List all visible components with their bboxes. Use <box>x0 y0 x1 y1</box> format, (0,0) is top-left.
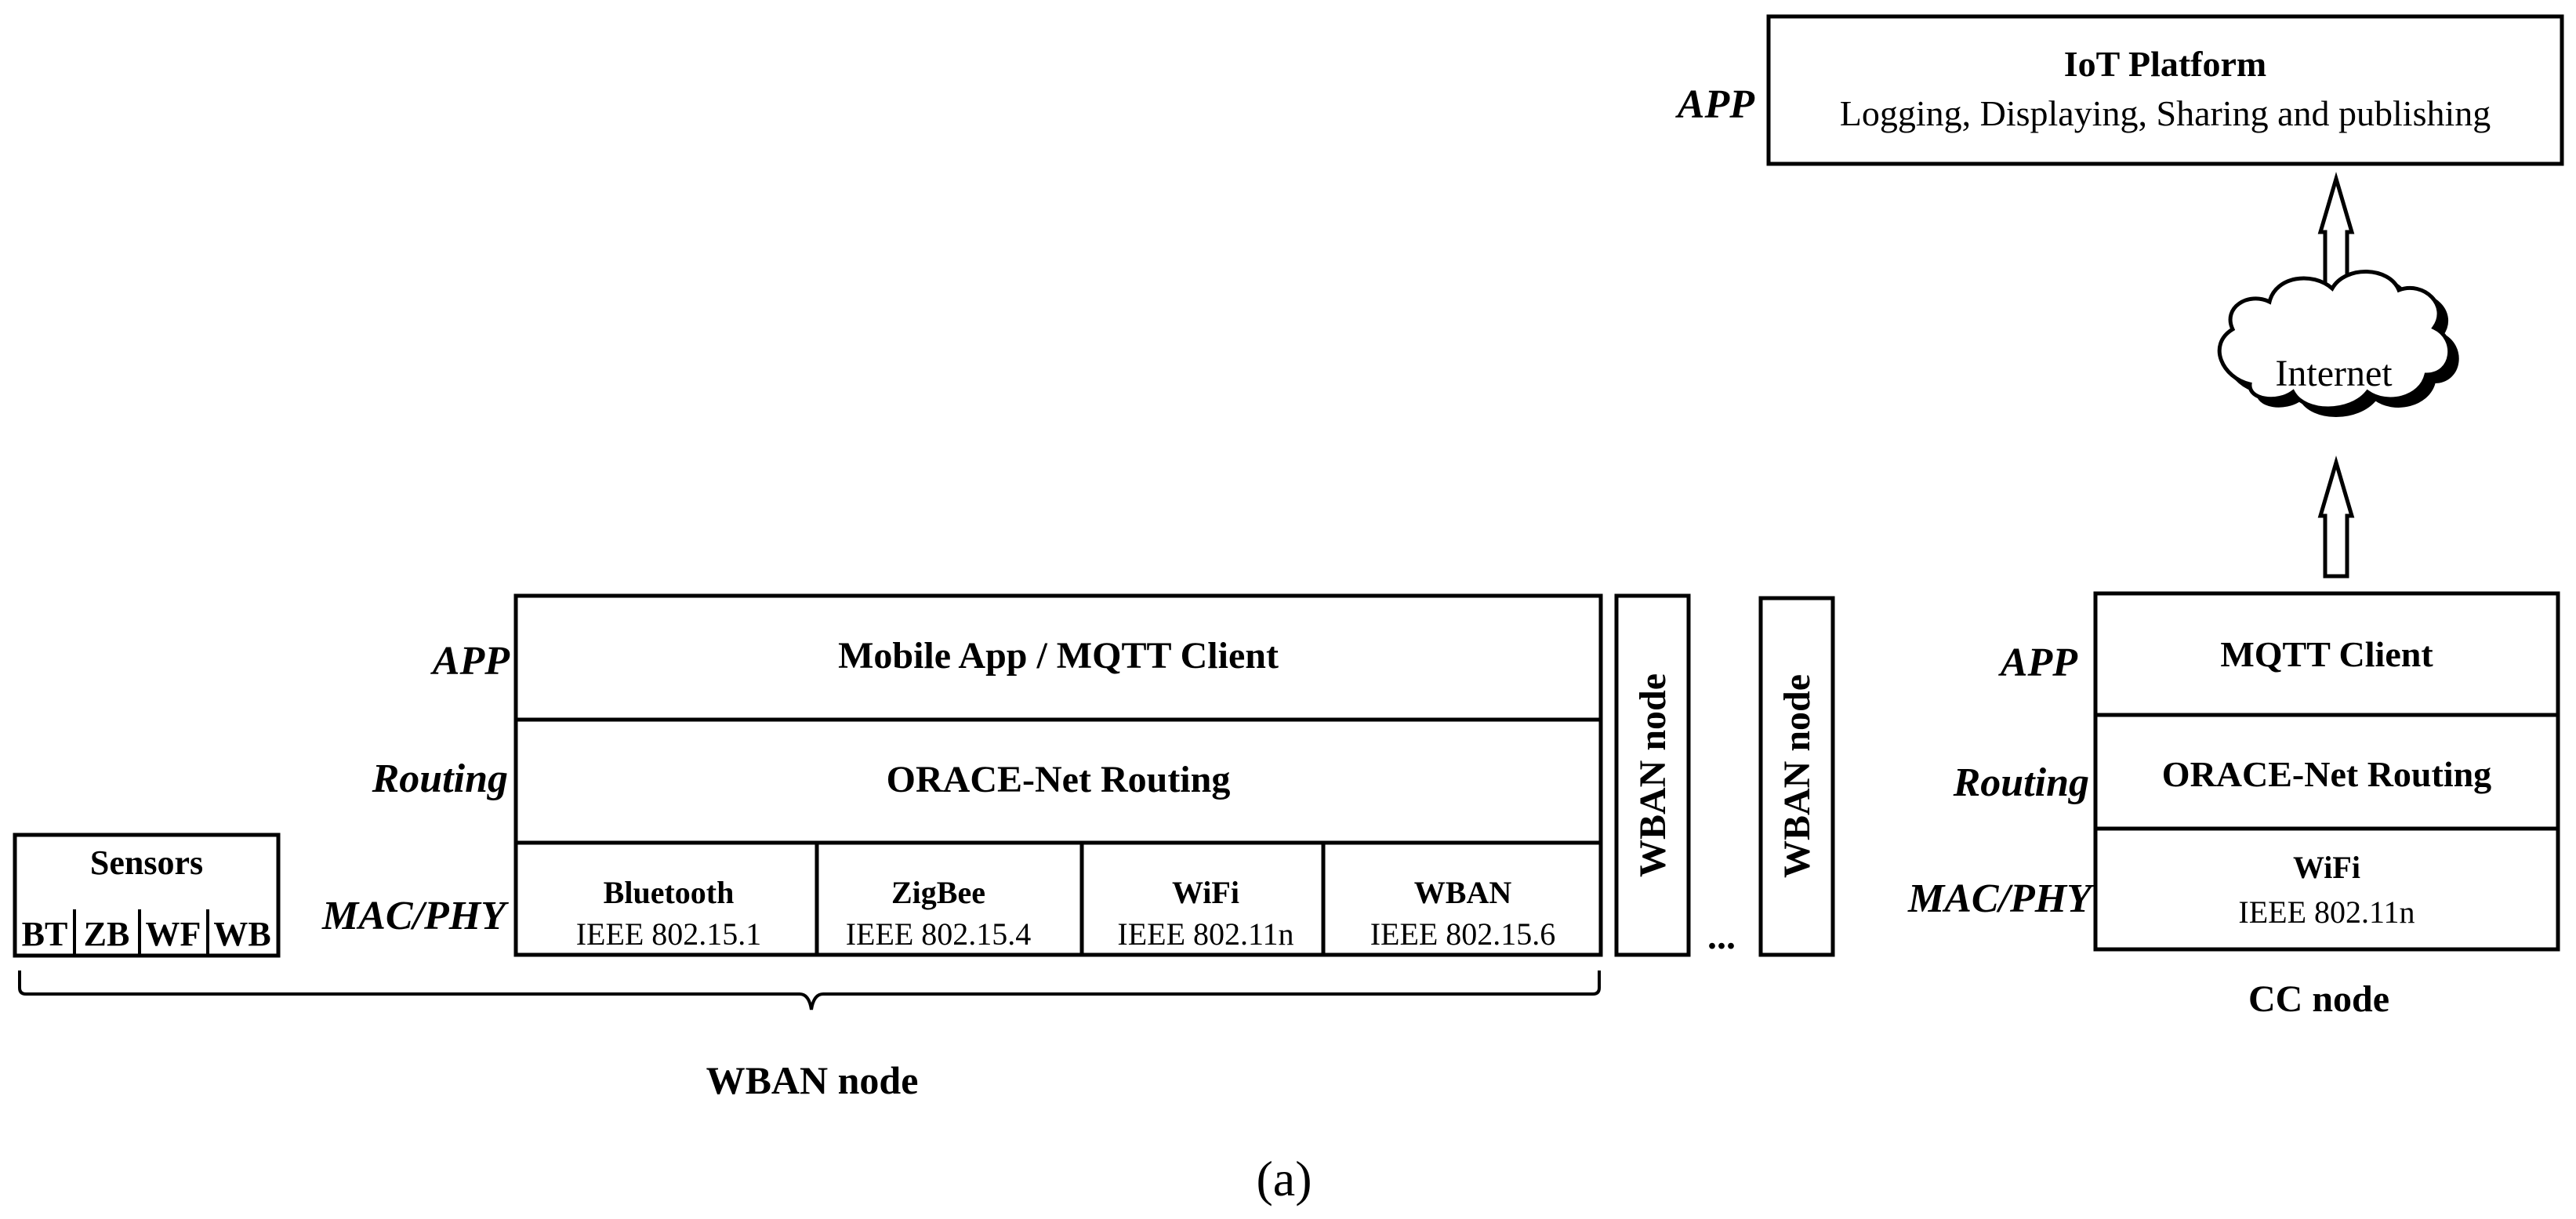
wban-node-box-1 <box>1614 593 1691 957</box>
sensors-title: Sensors <box>90 844 203 882</box>
wban-node-box-2 <box>1758 596 1835 957</box>
cc-macphy-layer-label: MAC/PHY <box>1907 876 2095 921</box>
sensors-box <box>13 833 281 958</box>
radio-bluetooth-standard: IEEE 802.15.1 <box>576 916 762 952</box>
sensor-interface-wf: WF <box>146 915 201 953</box>
cc-app-layer-label: APP <box>1998 640 2078 685</box>
wban-app-text: Mobile App / MQTT Client <box>838 635 1279 677</box>
internet-cloud-icon <box>2217 270 2459 417</box>
internet-label: Internet <box>2275 353 2393 394</box>
wban-app-box <box>513 593 1603 722</box>
ellipsis: ... <box>1707 916 1736 957</box>
radio-zigbee-name: ZigBee <box>891 875 985 910</box>
wban-macphy-layer-label: MAC/PHY <box>321 894 509 938</box>
cc-app-box <box>2093 591 2560 717</box>
cc-radio-standard: IEEE 802.11n <box>2238 894 2415 930</box>
radio-wifi-name: WiFi <box>1172 875 1239 910</box>
wban-node-label-1: WBAN node <box>1632 673 1674 877</box>
wban-node-label-2: WBAN node <box>1776 674 1818 878</box>
wban-node-brace <box>18 970 1601 1010</box>
figure-label: (a) <box>1256 1151 1312 1206</box>
cc-app-text: MQTT Client <box>2220 634 2433 674</box>
sensor-interface-bt: BT <box>22 915 68 953</box>
wban-node-caption: WBAN node <box>706 1058 919 1102</box>
sensor-interface-zb: ZB <box>84 915 130 953</box>
up-arrow-to-internet <box>2317 455 2355 579</box>
iot-app-layer-label: APP <box>1675 82 1755 127</box>
wban-routing-box <box>513 717 1603 845</box>
wban-app-layer-label: APP <box>430 639 510 684</box>
radio-wban-standard: IEEE 802.15.6 <box>1370 916 1556 952</box>
iot-platform-description: Logging, Displaying, Sharing and publish… <box>1840 93 2491 133</box>
radio-wban-name: WBAN <box>1414 875 1512 910</box>
wban-routing-text: ORACE-Net Routing <box>887 759 1231 800</box>
radio-zigbee-standard: IEEE 802.15.4 <box>846 916 1032 952</box>
cc-macphy-box <box>2093 826 2560 952</box>
radio-wifi-standard: IEEE 802.11n <box>1117 916 1293 952</box>
iot-platform-title: IoT Platform <box>2064 44 2267 84</box>
cc-routing-layer-label: Routing <box>1953 760 2089 805</box>
iot-platform-box <box>1766 14 2564 166</box>
up-arrow-to-iot-platform <box>2317 172 2355 291</box>
cc-routing-text: ORACE-Net Routing <box>2162 754 2491 794</box>
wban-macphy-row <box>513 840 1603 957</box>
cc-radio-name: WiFi <box>2293 850 2360 885</box>
radio-bluetooth-name: Bluetooth <box>604 875 735 910</box>
cc-node-caption: CC node <box>2248 978 2389 1020</box>
wban-routing-layer-label: Routing <box>372 756 508 801</box>
sensor-interface-wb: WB <box>213 915 270 953</box>
